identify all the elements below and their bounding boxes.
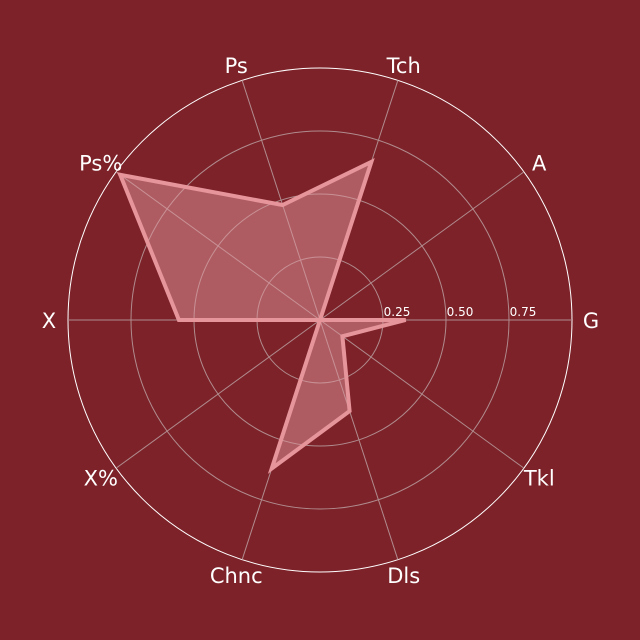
- radial-tick-label-2: 0.75: [510, 305, 537, 319]
- spoke-tkl: [319, 319, 525, 469]
- axis-label-dls: Dls: [387, 564, 420, 588]
- radial-tick-label-0: 0.25: [384, 305, 411, 319]
- radial-tick-labels: 0.25 0.50 0.75: [384, 305, 537, 319]
- axis-label-ps-pct: Ps%: [79, 151, 122, 175]
- axis-label-a: A: [532, 151, 547, 175]
- radar-series: [116, 157, 407, 474]
- axis-label-chnc: Chnc: [210, 564, 263, 588]
- series-polygon: [116, 157, 407, 474]
- axis-label-tkl: Tkl: [523, 467, 555, 491]
- radial-tick-label-1: 0.50: [447, 305, 474, 319]
- axis-label-x-pct: X%: [84, 467, 118, 491]
- axis-label-x: X: [42, 309, 56, 333]
- spoke-x-pct: [115, 319, 321, 469]
- axis-label-ps: Ps: [225, 54, 248, 78]
- axis-label-g: G: [583, 309, 599, 333]
- axis-label-tch: Tch: [386, 54, 421, 78]
- spoke-a: [319, 171, 525, 321]
